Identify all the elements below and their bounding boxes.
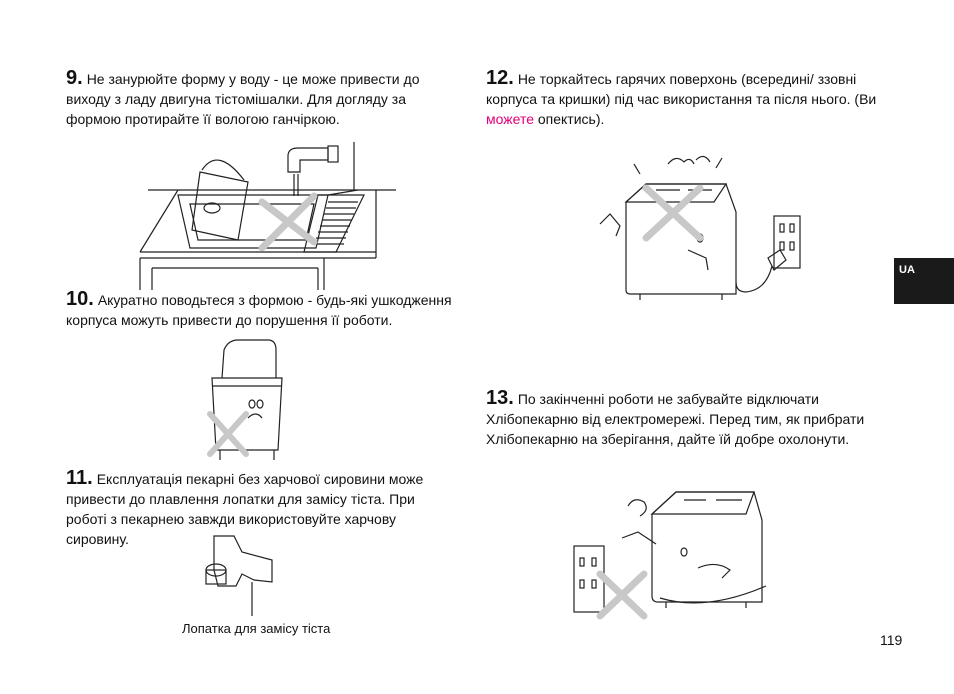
- language-tab-label: UA: [899, 264, 915, 276]
- paddle-caption: Лопатка для замісу тіста: [182, 621, 331, 636]
- kneading-paddle-illustration: [205, 535, 273, 616]
- instruction-10: 10.Акуратно поводьтеся з формою - будь-я…: [66, 289, 456, 330]
- instruction-11: 11.Експлуатація пекарні без харчової сир…: [66, 468, 456, 549]
- item-number: 13.: [486, 387, 514, 409]
- item-number: 11.: [66, 467, 93, 489]
- hot-bread-maker-illustration: [599, 155, 801, 300]
- item-number: 10.: [66, 288, 94, 310]
- sink-illustration: [139, 142, 396, 290]
- item-number: 9.: [66, 67, 83, 89]
- instruction-9: 9.Не занурюйте форму у воду - це може пр…: [66, 68, 456, 129]
- prohibited-cross-icon: [596, 570, 648, 620]
- item-text-after: опектись).: [533, 111, 605, 127]
- unplug-bread-maker-illustration: [573, 491, 767, 620]
- prohibited-cross-icon: [642, 184, 704, 242]
- item-text-before: Не торкайтесь гарячих поверхонь (всереди…: [486, 71, 877, 107]
- item-text: По закінченні роботи не забувайте відклю…: [486, 391, 865, 447]
- prohibited-cross-icon: [207, 411, 249, 457]
- item-text: Акуратно поводьтеся з формою - будь-які …: [66, 292, 452, 328]
- item-text: Не занурюйте форму у воду - це може прив…: [66, 71, 420, 127]
- item-number: 12.: [486, 67, 514, 89]
- item-text: Експлуатація пекарні без харчової сирови…: [66, 471, 424, 547]
- prohibited-cross-icon: [258, 192, 318, 252]
- instruction-13: 13.По закінченні роботи не забувайте від…: [486, 388, 886, 449]
- language-tab: UA: [894, 258, 954, 304]
- highlighted-word: можете: [486, 111, 534, 127]
- bread-mould-illustration: [207, 339, 283, 460]
- page-number: 119: [880, 632, 903, 648]
- instruction-12: 12.Не торкайтесь гарячих поверхонь (всер…: [486, 68, 886, 129]
